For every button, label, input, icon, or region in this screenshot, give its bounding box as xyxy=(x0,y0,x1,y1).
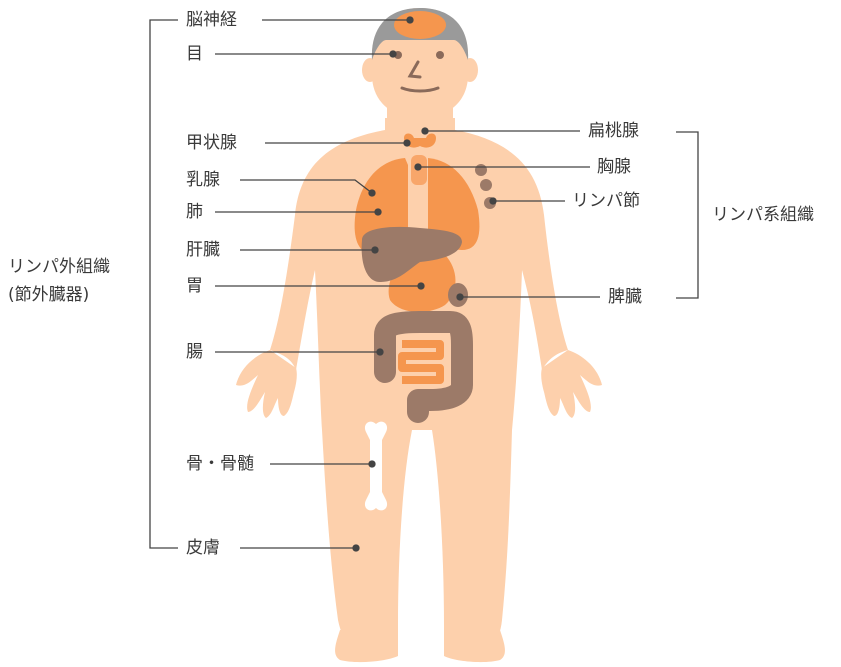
human-figure xyxy=(236,8,602,662)
extranodal-group-label: リンパ外組織 (節外臓器) xyxy=(8,256,110,306)
lymph-node-2 xyxy=(480,179,492,191)
extranodal-line2: (節外臓器) xyxy=(8,284,110,306)
label-thyroid: 甲状腺 xyxy=(186,133,237,153)
label-eye: 目 xyxy=(186,44,203,64)
label-lymph-node: リンパ節 xyxy=(572,191,640,211)
right-ear xyxy=(462,58,478,82)
right-eye xyxy=(436,51,444,59)
left-hand xyxy=(236,350,297,418)
label-skin: 皮膚 xyxy=(186,538,220,558)
label-bone: 骨・骨髄 xyxy=(186,454,254,474)
label-breast: 乳腺 xyxy=(186,170,220,190)
label-lung: 肺 xyxy=(186,202,203,222)
right-hand xyxy=(541,350,602,418)
extranodal-line1: リンパ外組織 xyxy=(8,256,110,278)
label-liver: 肝臓 xyxy=(186,240,220,260)
label-tonsil: 扁桃腺 xyxy=(588,121,639,141)
left-foot xyxy=(335,625,398,662)
label-stomach: 胃 xyxy=(186,276,203,296)
left-bracket xyxy=(150,20,178,548)
brain-organ xyxy=(394,11,446,39)
label-thymus: 胸腺 xyxy=(597,157,631,177)
left-ear xyxy=(362,58,378,82)
label-intestine: 腸 xyxy=(186,342,203,362)
torso xyxy=(270,118,568,652)
lymph-node-1 xyxy=(475,164,487,176)
lymphatic-group-label: リンパ系組織 xyxy=(712,204,814,226)
right-foot xyxy=(444,625,505,662)
label-brain: 脳神経 xyxy=(186,10,237,30)
right-bracket xyxy=(676,132,698,298)
label-spleen: 脾臓 xyxy=(608,287,642,307)
